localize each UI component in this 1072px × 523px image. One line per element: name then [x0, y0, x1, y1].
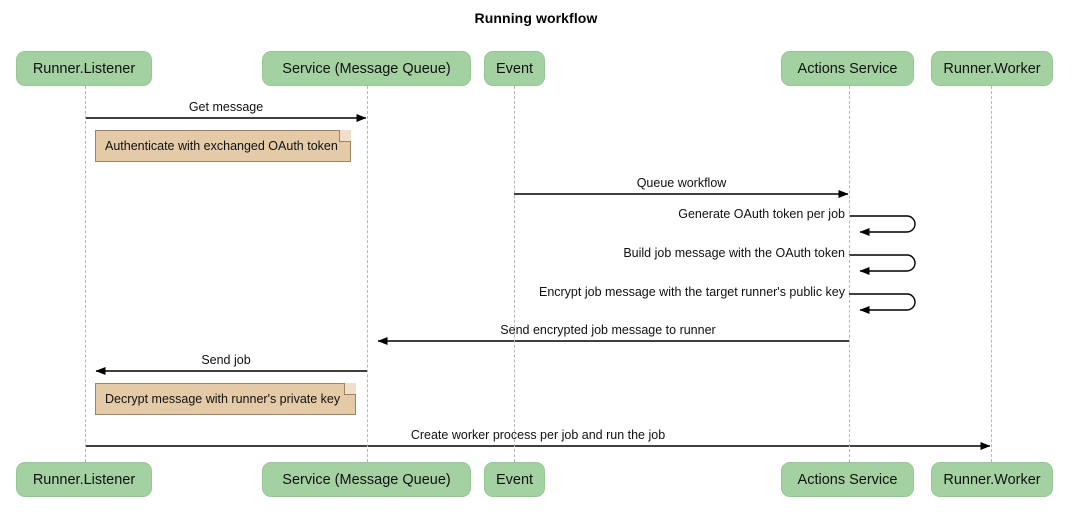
message-label-get-message: Get message [188, 100, 264, 114]
participant-label: Runner.Worker [943, 471, 1041, 488]
participant-label: Actions Service [797, 471, 898, 488]
message-label-send-encrypted-job-message: Send encrypted job message to runner [500, 323, 716, 337]
lifeline-service-message-queue [367, 86, 368, 462]
participant-service-message-queue-bottom[interactable]: Service (Message Queue) [262, 462, 471, 497]
participant-runner-worker-bottom[interactable]: Runner.Worker [931, 462, 1053, 497]
participant-actions-service-bottom[interactable]: Actions Service [781, 462, 914, 497]
participant-label: Service (Message Queue) [282, 471, 451, 488]
message-label-create-worker-process: Create worker process per job and run th… [410, 428, 666, 442]
participant-label: Event [495, 471, 534, 488]
lifeline-event [514, 86, 515, 462]
note-authenticate: Authenticate with exchanged OAuth token [95, 130, 351, 162]
diagram-title: Running workflow [474, 10, 598, 26]
note-label: Authenticate with exchanged OAuth token [105, 139, 338, 153]
message-label-send-job: Send job [201, 353, 251, 367]
participant-label: Event [495, 60, 534, 77]
participant-label: Actions Service [797, 60, 898, 77]
message-label-build-job-message: Build job message with the OAuth token [623, 246, 845, 260]
note-fold-icon [344, 383, 356, 395]
participant-runner-listener-top[interactable]: Runner.Listener [16, 51, 152, 86]
participant-label: Runner.Worker [943, 60, 1041, 77]
message-label-encrypt-job-message: Encrypt job message with the target runn… [538, 285, 845, 299]
lifeline-actions-service [849, 86, 850, 462]
note-fold-icon [339, 130, 351, 142]
lifeline-runner-worker [991, 86, 992, 462]
message-label-generate-oauth-token-per-job: Generate OAuth token per job [678, 207, 845, 221]
note-label: Decrypt message with runner's private ke… [105, 392, 341, 406]
participant-event-top[interactable]: Event [484, 51, 545, 86]
message-label-queue-workflow: Queue workflow [636, 176, 727, 190]
participant-label: Runner.Listener [32, 60, 136, 77]
message-arrow-generate-oauth-token-per-job [849, 215, 916, 236]
participant-service-message-queue-top[interactable]: Service (Message Queue) [262, 51, 471, 86]
participant-label: Service (Message Queue) [282, 60, 451, 77]
message-arrow-build-job-message [849, 254, 916, 275]
participant-runner-listener-bottom[interactable]: Runner.Listener [16, 462, 152, 497]
participant-event-bottom[interactable]: Event [484, 462, 545, 497]
participant-label: Runner.Listener [32, 471, 136, 488]
participant-actions-service-top[interactable]: Actions Service [781, 51, 914, 86]
lifeline-runner-listener [85, 86, 86, 462]
message-arrow-encrypt-job-message [849, 293, 916, 314]
note-decrypt: Decrypt message with runner's private ke… [95, 383, 356, 415]
participant-runner-worker-top[interactable]: Runner.Worker [931, 51, 1053, 86]
